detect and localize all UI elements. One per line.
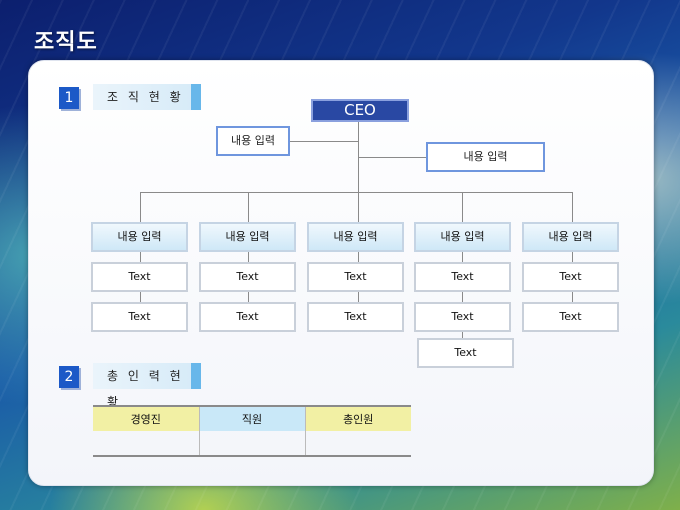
department-item: Text [414, 302, 511, 332]
header-staff: 직원 [198, 405, 305, 431]
cell-total [304, 431, 411, 457]
headcount-table: 경영진 직원 총인원 [93, 405, 411, 457]
ceo-box: CEO [311, 99, 409, 122]
department-bus-line [140, 192, 572, 193]
department-box: 내용 입력 [307, 222, 404, 252]
department-box: 내용 입력 [91, 222, 188, 252]
section-1-label: 조 직 현 황 [93, 84, 201, 110]
department-box: 내용 입력 [199, 222, 296, 252]
section-2-number: 2 [59, 366, 79, 388]
section-1-number: 1 [59, 87, 79, 109]
department-item: Text [199, 302, 296, 332]
left-aide-connector [290, 141, 358, 142]
department-item: Text [91, 302, 188, 332]
department-drop-line [572, 192, 573, 222]
section-2-label: 총 인 력 현 황 [93, 363, 201, 409]
department-drop-line [140, 192, 141, 222]
cell-staff [198, 431, 305, 457]
column-connector [462, 252, 463, 338]
department-item: Text [522, 262, 619, 292]
header-executives: 경영진 [93, 405, 199, 431]
department-drop-line [462, 192, 463, 222]
table-header-row: 경영진 직원 총인원 [93, 405, 411, 431]
header-total: 총인원 [304, 405, 411, 431]
department-item: Text [307, 302, 404, 332]
left-aide-box: 내용 입력 [216, 126, 290, 156]
department-item: Text [91, 262, 188, 292]
department-item: Text [414, 262, 511, 292]
right-aide-box: 내용 입력 [426, 142, 545, 172]
department-item: Text [417, 338, 514, 368]
table-row [93, 431, 411, 457]
slide-title: 조직도 [34, 30, 98, 55]
department-drop-line [358, 192, 359, 222]
cell-executives [93, 431, 199, 457]
department-item: Text [199, 262, 296, 292]
department-item: Text [522, 302, 619, 332]
department-box: 내용 입력 [522, 222, 619, 252]
right-aide-connector [358, 157, 426, 158]
department-drop-line [248, 192, 249, 222]
department-item: Text [307, 262, 404, 292]
department-box: 내용 입력 [414, 222, 511, 252]
